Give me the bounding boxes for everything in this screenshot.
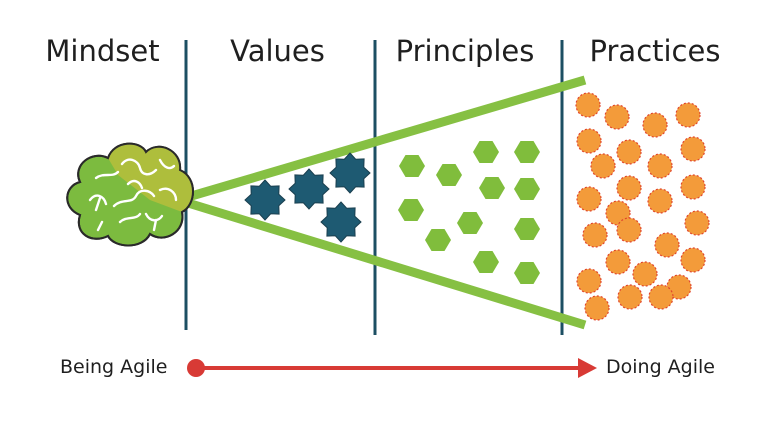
practice-dot (576, 186, 602, 212)
practice-dot (647, 188, 673, 214)
practice-dot (590, 153, 616, 179)
value-star (244, 179, 286, 221)
practice-dot (616, 139, 642, 165)
principle-hexagon (425, 229, 451, 251)
value-star (288, 168, 330, 210)
practice-dot (642, 112, 668, 138)
heading-principles: Principles (395, 34, 535, 68)
practice-dot (648, 284, 674, 310)
principle-hexagon (399, 155, 425, 177)
practice-dot (576, 268, 602, 294)
principle-hexagon (398, 199, 424, 221)
funnel-top-line (186, 75, 587, 202)
column-dividers (184, 40, 564, 335)
principles-hexagons (398, 141, 540, 284)
being-agile-label: Being Agile (60, 356, 168, 378)
principle-hexagon (514, 178, 540, 200)
practice-dot (582, 222, 608, 248)
practice-dot (616, 175, 642, 201)
doing-agile-label: Doing Agile (606, 356, 715, 378)
heading-values: Values (230, 34, 325, 68)
practice-dot (604, 104, 630, 130)
practice-dot (576, 128, 602, 154)
practice-dot (684, 210, 710, 236)
principle-hexagon (436, 164, 462, 186)
practice-dot (647, 153, 673, 179)
arrow-head (578, 358, 597, 378)
practice-dot (616, 217, 642, 243)
value-star (329, 152, 371, 194)
practice-dot (605, 200, 631, 226)
practice-dot (680, 174, 706, 200)
practice-dot (605, 249, 631, 275)
principle-hexagon (514, 218, 540, 240)
practice-dot (575, 92, 601, 118)
funnel-bottom-line (186, 198, 587, 330)
principle-hexagon (457, 212, 483, 234)
practice-dot (584, 295, 610, 321)
principle-hexagon (514, 262, 540, 284)
practice-dot (617, 284, 643, 310)
heading-practices: Practices (589, 34, 721, 68)
brain-icon (66, 142, 194, 247)
heading-mindset: Mindset (45, 34, 160, 68)
value-star (320, 201, 362, 243)
principle-hexagon (514, 141, 540, 163)
funnel (186, 75, 587, 330)
principle-hexagon (479, 177, 505, 199)
principle-hexagon (473, 141, 499, 163)
being-to-doing-arrow (187, 358, 597, 378)
values-stars (244, 152, 371, 243)
practice-dot (654, 232, 680, 258)
practice-dot (675, 102, 701, 128)
principle-hexagon (473, 251, 499, 273)
practice-dot (632, 261, 658, 287)
practices-dots (575, 92, 710, 321)
practice-dot (680, 136, 706, 162)
practice-dot (680, 247, 706, 273)
